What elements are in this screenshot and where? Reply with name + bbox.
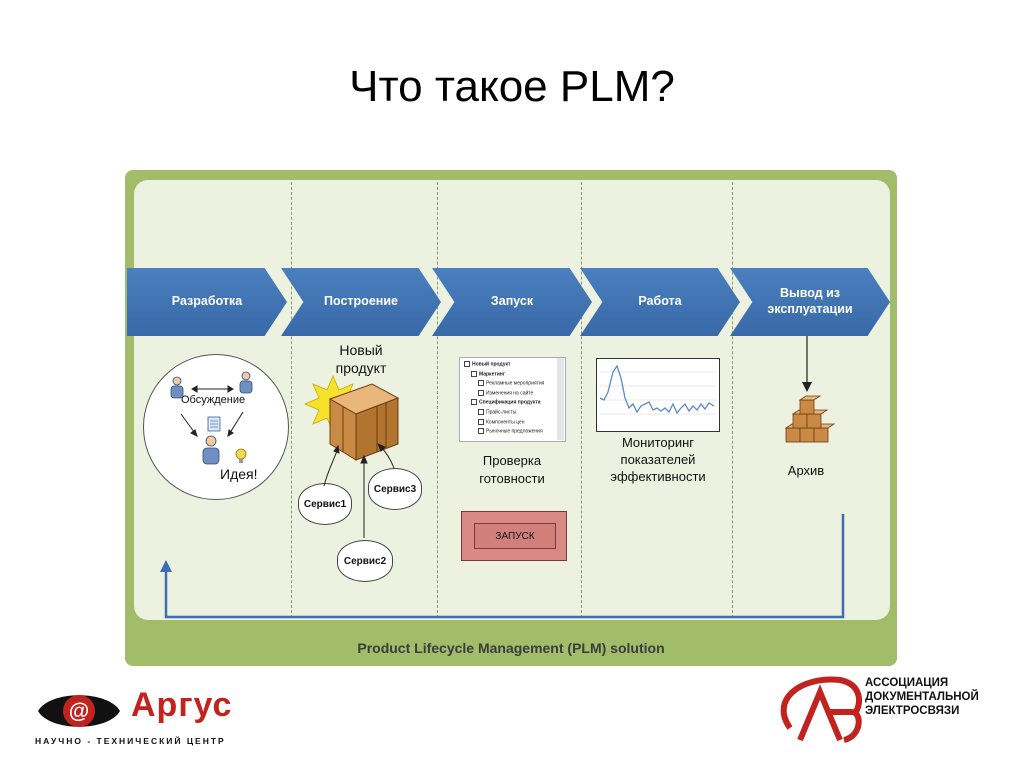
checklist-item[interactable]: Рыночные предложения — [478, 428, 543, 435]
checklist-item[interactable]: Рекламные мероприятия — [478, 380, 545, 387]
discussion-circle — [143, 354, 289, 500]
checklist-item[interactable]: Компоненты цен — [478, 418, 525, 425]
launch-button-label: ЗАПУСК — [474, 523, 556, 549]
checkbox-icon — [478, 389, 484, 396]
checklist-item-label: Новый продукт — [472, 361, 511, 368]
checkbox-icon — [471, 370, 477, 377]
checkbox-icon — [478, 380, 484, 387]
association-line: АССОЦИАЦИЯ — [865, 677, 949, 689]
checklist-item-label: Рыночные предложения — [486, 428, 543, 435]
checkbox-icon — [478, 409, 484, 415]
association-line: ЭЛЕКТРОСВЯЗИ — [865, 705, 960, 717]
checklist-item-label: Рекламные мероприятия — [486, 380, 545, 387]
stage-retire: Вывод из эксплуатации — [730, 268, 890, 336]
idea-label: Идея! — [220, 466, 258, 482]
argus-subtitle: НАУЧНО - ТЕХНИЧЕСКИЙ ЦЕНТР — [35, 736, 226, 746]
association-logo-mark — [780, 676, 862, 743]
discussion-arrows — [180, 385, 244, 437]
feedback-arrowhead — [160, 560, 172, 572]
checklist-item-label: Прайс-листы — [486, 409, 517, 416]
service1-cloud: Сервис1 — [298, 483, 352, 525]
service3-cloud: Сервис3 — [368, 468, 422, 510]
box-icon — [328, 383, 400, 461]
checkbox-icon — [464, 361, 470, 367]
launch-button[interactable]: ЗАПУСК — [461, 511, 567, 561]
monitoring-series — [599, 364, 715, 415]
archive-label: Архив — [787, 463, 825, 478]
checklist-item-label: Изменения на сайте — [486, 390, 534, 397]
monitoring-label: Мониторинг показателей эффективности — [610, 435, 706, 484]
checklist-item[interactable]: Изменения на сайте — [478, 389, 534, 397]
checklist-item[interactable]: Маркетинг — [471, 370, 505, 377]
person-icon — [239, 371, 253, 394]
new-product-label: Новый продукт — [335, 342, 387, 376]
archive-boxes-icon — [784, 395, 836, 443]
checklist-scrollbar — [557, 358, 564, 440]
feedback-loop-line — [164, 514, 845, 619]
association-line: ДОКУМЕНТАЛЬНОЙ — [865, 691, 979, 703]
checklist-item-label: Маркетинг — [479, 370, 505, 377]
discussion-label: Обсуждение — [181, 394, 246, 406]
document-icon — [207, 416, 221, 432]
checkbox-icon — [478, 428, 484, 435]
person-icon — [170, 376, 184, 399]
stage-build: Построение — [281, 268, 441, 336]
readiness-label: Проверка готовности — [479, 453, 545, 486]
service2-cloud: Сервис2 — [337, 540, 393, 582]
svg-text:@: @ — [69, 700, 89, 723]
stage-development: Разработка — [127, 268, 287, 336]
checkbox-icon — [471, 399, 477, 406]
checklist-item[interactable]: Новый продукт — [464, 361, 511, 367]
argus-eye-logo: @ — [38, 695, 120, 727]
stage-operation: Работа — [580, 268, 740, 336]
stage-launch: Запуск — [432, 268, 592, 336]
lightbulb-icon — [235, 448, 247, 463]
checkbox-icon — [478, 418, 484, 425]
checklist-item[interactable]: Спецификация продукта — [471, 399, 541, 406]
stage-divider — [437, 182, 438, 618]
stage-divider — [732, 182, 733, 618]
checklist-item-label: Компоненты цен — [486, 418, 525, 425]
checklist-item[interactable]: Прайс-листы — [478, 409, 516, 415]
stage-divider — [581, 182, 582, 618]
service-arrows — [323, 443, 395, 538]
monitoring-chart — [596, 358, 720, 432]
plm-solution-label: Product Lifecycle Management (PLM) solut… — [357, 640, 665, 656]
archive-arrowhead — [802, 382, 812, 392]
person-icon — [202, 435, 220, 465]
checklist-item-label: Спецификация продукта — [479, 399, 541, 406]
stage-divider — [291, 182, 292, 618]
slide-title: Что такое PLM? — [349, 62, 675, 111]
argus-wordmark: Аргус — [131, 686, 233, 724]
